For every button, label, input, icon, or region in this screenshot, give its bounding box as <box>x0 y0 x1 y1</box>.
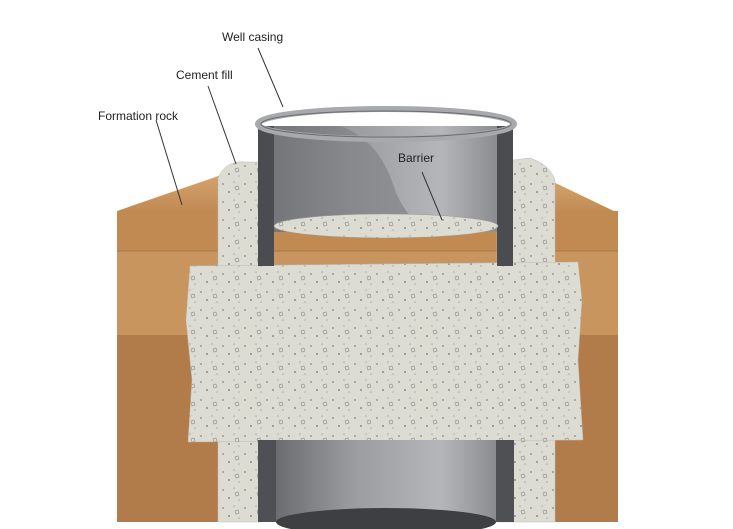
label-barrier: Barrier <box>398 151 435 165</box>
label-formation-rock: Formation rock <box>98 109 179 123</box>
label-cement-fill: Cement fill <box>176 68 233 82</box>
leader-lines <box>155 47 443 221</box>
well-casing <box>255 106 517 529</box>
label-well-casing: Well casing <box>222 30 284 44</box>
cement-fill <box>185 157 584 523</box>
